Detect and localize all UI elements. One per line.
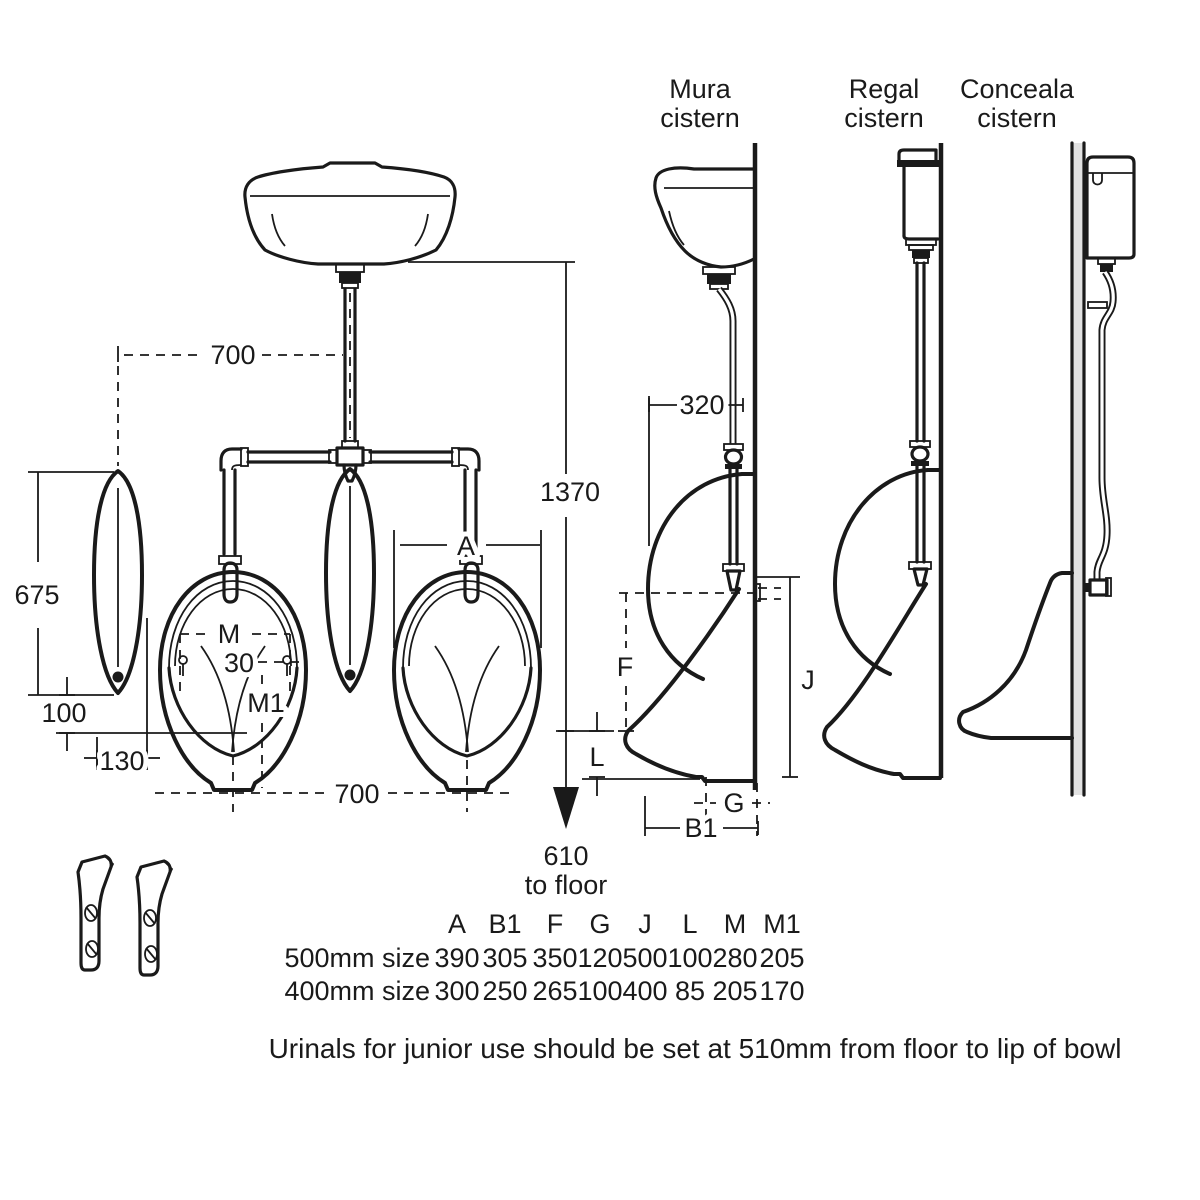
mura-title-line1: Mura bbox=[669, 74, 731, 104]
col-header-f: F bbox=[547, 909, 564, 939]
cistern-outline bbox=[243, 161, 457, 266]
regal-flush-pipe bbox=[908, 261, 932, 587]
left-division-panel bbox=[92, 469, 144, 695]
col-header-l: L bbox=[682, 909, 697, 939]
dim-m1: M1 bbox=[247, 688, 285, 718]
dim-f: F bbox=[617, 652, 634, 682]
regal-view: Regal cistern bbox=[822, 74, 944, 780]
dimensions-table: A B1 F G J L M M1 500mm size 390 305 350… bbox=[284, 909, 804, 1006]
table-row-500mm: 500mm size 390 305 350 120 500 100 280 2… bbox=[284, 943, 804, 973]
cistern-left-curve bbox=[271, 213, 286, 247]
dim-top-width: 700 bbox=[210, 340, 255, 370]
dim-30: 30 bbox=[224, 648, 254, 678]
dim-divider-height: 675 bbox=[14, 580, 59, 610]
dim-m: M bbox=[218, 619, 241, 649]
conceala-bowl bbox=[957, 571, 1074, 740]
mura-title-line2: cistern bbox=[660, 103, 740, 133]
cell-400-g: 100 bbox=[577, 976, 622, 1006]
front-view-dimensions: 700 675 100 130 bbox=[9, 261, 614, 900]
cell-500-g: 120 bbox=[577, 943, 622, 973]
dim-depth: 320 bbox=[679, 390, 724, 420]
conceala-cistern bbox=[1085, 155, 1136, 272]
conceala-title-line1: Conceala bbox=[960, 74, 1075, 104]
cistern-outlet-collar bbox=[341, 282, 359, 289]
col-header-j: J bbox=[638, 909, 652, 939]
dim-g: G bbox=[723, 788, 744, 818]
cell-500-m: 280 bbox=[712, 943, 757, 973]
dim-divider-gap: 100 bbox=[41, 698, 86, 728]
cell-500-j: 500 bbox=[622, 943, 667, 973]
front-view: 700 675 100 130 bbox=[9, 161, 614, 900]
table-row-400mm: 400mm size 300 250 265 100 400 85 205 17… bbox=[284, 976, 804, 1006]
right-bowl-front bbox=[392, 570, 542, 792]
cell-500-f: 350 bbox=[532, 943, 577, 973]
cell-400-a: 300 bbox=[434, 976, 479, 1006]
col-header-a: A bbox=[448, 909, 466, 939]
dim-l: L bbox=[589, 742, 604, 772]
regal-bowl bbox=[822, 468, 942, 780]
wall-bracket-left bbox=[76, 854, 115, 972]
dim-total-height: 1370 bbox=[540, 477, 600, 507]
dim-bottom-width: 700 bbox=[334, 779, 379, 809]
cell-400-m1: 170 bbox=[759, 976, 804, 1006]
conceala-view: Conceala cistern bbox=[957, 74, 1136, 797]
dim-a: A bbox=[457, 531, 475, 561]
cistern-right-curve bbox=[414, 213, 429, 247]
left-spreader bbox=[222, 561, 239, 604]
middle-division-panel bbox=[324, 467, 376, 693]
mura-flush-pipe bbox=[716, 286, 745, 592]
cell-500-l: 100 bbox=[667, 943, 712, 973]
cell-400-l: 85 bbox=[675, 976, 705, 1006]
col-header-m1: M1 bbox=[763, 909, 801, 939]
right-spreader bbox=[463, 561, 480, 604]
floor-arrow bbox=[553, 787, 579, 829]
row-label-400: 400mm size bbox=[284, 976, 430, 1006]
dim-b1: B1 bbox=[684, 813, 717, 843]
regal-cistern bbox=[897, 148, 940, 264]
cell-400-m: 205 bbox=[712, 976, 757, 1006]
wall-brackets bbox=[76, 854, 174, 977]
conceala-inlet-elbow bbox=[1088, 578, 1109, 597]
dim-j: J bbox=[801, 665, 815, 695]
regal-title-line2: cistern bbox=[844, 103, 924, 133]
flush-pipework-front bbox=[218, 287, 483, 604]
cell-400-b1: 250 bbox=[482, 976, 527, 1006]
conceala-title-line2: cistern bbox=[977, 103, 1057, 133]
wall-bracket-right bbox=[135, 859, 174, 977]
col-header-b1: B1 bbox=[488, 909, 521, 939]
junior-use-note: Urinals for junior use should be set at … bbox=[269, 1033, 1122, 1064]
mura-bowl bbox=[623, 472, 756, 783]
row-label-500: 500mm size bbox=[284, 943, 430, 973]
col-header-m: M bbox=[724, 909, 747, 939]
cell-500-b1: 305 bbox=[482, 943, 527, 973]
mura-cistern bbox=[653, 166, 756, 290]
cell-500-m1: 205 bbox=[759, 943, 804, 973]
conceala-wall bbox=[1070, 141, 1086, 797]
auto-cistern-front bbox=[243, 161, 457, 289]
dim-floor-caption: to floor bbox=[525, 870, 608, 900]
conceala-flush-pipe bbox=[1084, 269, 1117, 597]
col-header-g: G bbox=[589, 909, 610, 939]
mura-view: Mura cistern bbox=[582, 74, 820, 848]
regal-title-line1: Regal bbox=[849, 74, 920, 104]
dim-offset: 130 bbox=[99, 746, 144, 776]
cell-400-f: 265 bbox=[532, 976, 577, 1006]
cell-500-a: 390 bbox=[434, 943, 479, 973]
cistern-outlet-nut bbox=[339, 272, 361, 283]
cell-400-j: 400 bbox=[622, 976, 667, 1006]
dim-floor-value: 610 bbox=[543, 841, 588, 871]
